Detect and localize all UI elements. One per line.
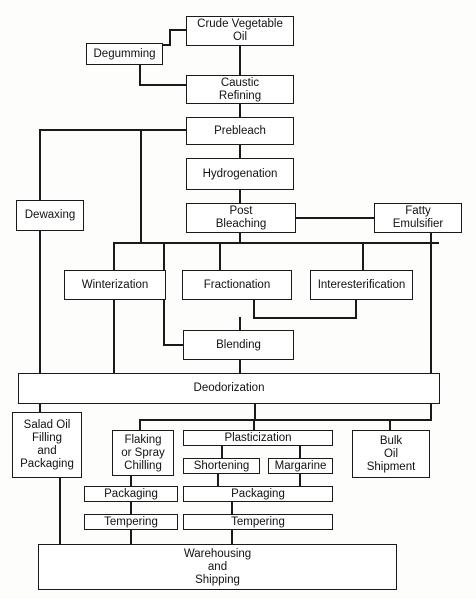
node-shortening: Shortening [183, 458, 260, 474]
node-packaging-flaking: Packaging [84, 486, 178, 502]
link-bar-blending [163, 242, 184, 346]
node-deodorization: Deodorization [18, 373, 440, 404]
link-frac-inter [253, 299, 357, 319]
node-flaking-spray-chilling: Flaking or Spray Chilling [112, 430, 174, 476]
node-tempering-shortening-margarine: Tempering [183, 514, 333, 530]
node-degumming: Degumming [86, 43, 163, 65]
node-packaging-shortening-margarine: Packaging [183, 486, 333, 502]
node-warehousing-shipping: Warehousing and Shipping [38, 544, 397, 590]
node-winterization: Winterization [64, 270, 166, 300]
node-margarine: Margarine [268, 458, 333, 474]
link-degumming-caustic [139, 64, 187, 86]
node-hydrogenation: Hydrogenation [186, 158, 294, 190]
node-post-bleaching: Post Bleaching [186, 203, 296, 233]
node-salad-oil-filling-packaging: Salad Oil Filling and Packaging [12, 412, 82, 478]
link-crude-degumming [162, 29, 187, 46]
node-fatty-emulsifier: Fatty Emulsifier [374, 203, 462, 233]
node-caustic-refining: Caustic Refining [186, 75, 294, 104]
node-crude-vegetable-oil: Crude Vegetable Oil [186, 16, 294, 46]
node-prebleach: Prebleach [186, 117, 294, 145]
node-fractionation: Fractionation [182, 270, 292, 300]
node-interesterification: Interesterification [310, 270, 413, 300]
node-dewaxing: Dewaxing [16, 200, 84, 231]
link-fatty-bulk [389, 232, 432, 431]
node-blending: Blending [183, 330, 294, 360]
node-plasticization: Plasticization [183, 430, 333, 446]
node-bulk-oil-shipment: Bulk Oil Shipment [352, 430, 430, 478]
link-prebleach-dewaxing [39, 129, 187, 201]
node-tempering-flaking: Tempering [84, 514, 178, 530]
